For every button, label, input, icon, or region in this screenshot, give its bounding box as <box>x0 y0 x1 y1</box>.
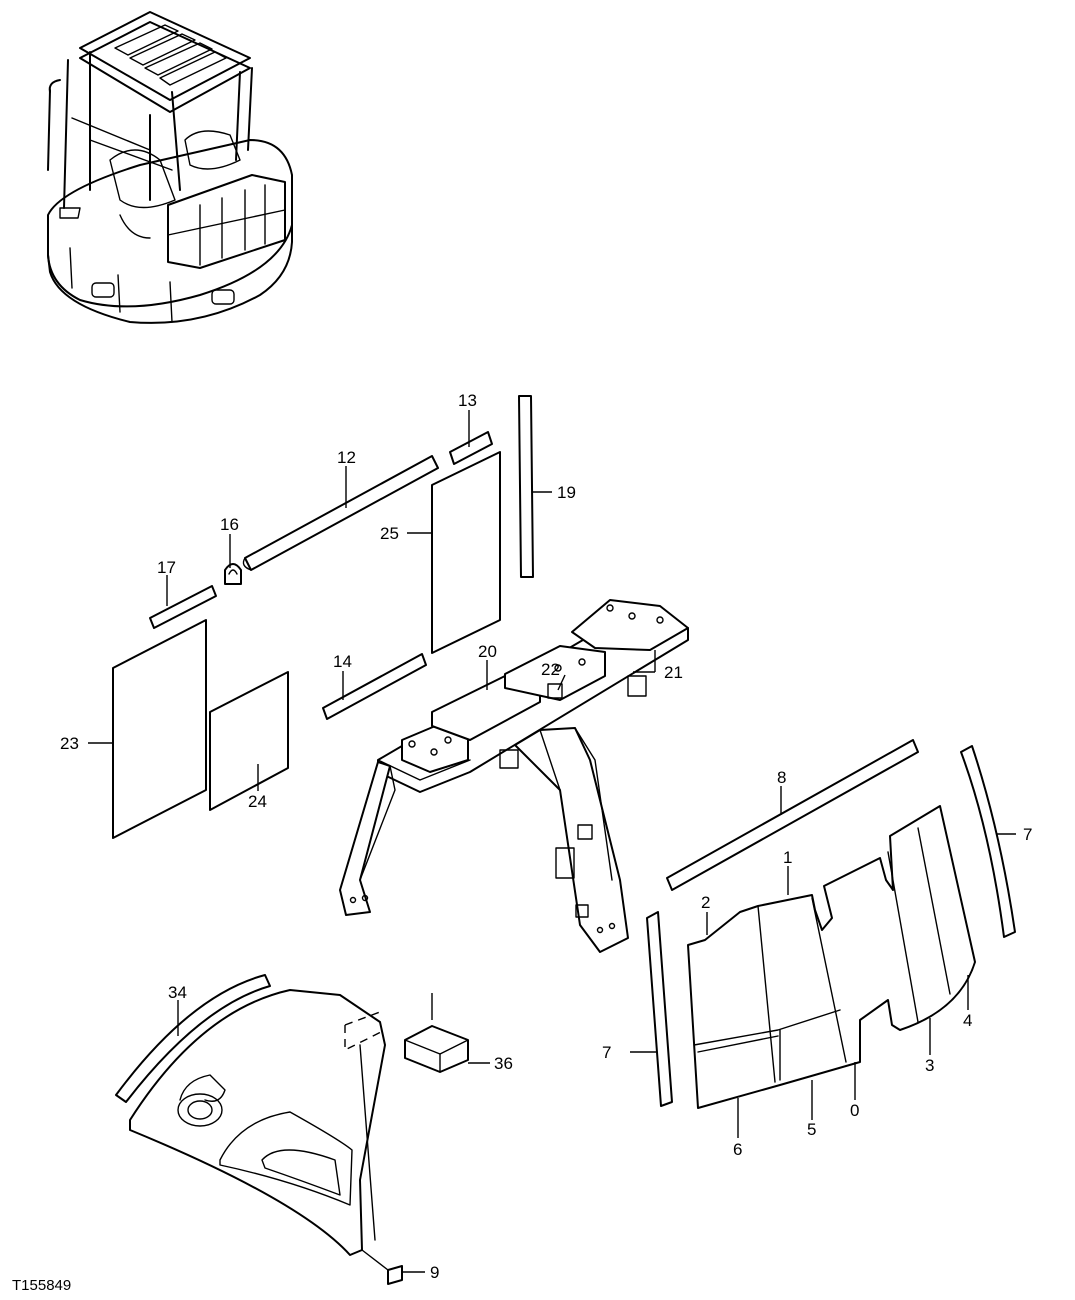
label-5: 5 <box>807 1120 816 1139</box>
label-7-left: 7 <box>602 1043 611 1062</box>
callout-labels: 13 12 16 17 19 25 23 24 14 20 22 21 8 1 … <box>60 391 1032 1282</box>
label-22: 22 <box>541 660 560 679</box>
part-window-panels <box>646 739 1016 1109</box>
part-13-seal-strip <box>449 431 493 465</box>
part-25-panel <box>431 451 501 654</box>
label-8: 8 <box>777 768 786 787</box>
label-17: 17 <box>157 558 176 577</box>
label-21: 21 <box>664 663 683 682</box>
part-16-clip <box>224 563 242 585</box>
label-3: 3 <box>925 1056 934 1075</box>
part-12-seal-strip <box>242 455 439 571</box>
label-16: 16 <box>220 515 239 534</box>
part-17-seal-strip <box>149 585 217 629</box>
figure-reference: T155849 <box>12 1277 71 1294</box>
label-4: 4 <box>963 1011 972 1030</box>
label-36: 36 <box>494 1054 513 1073</box>
label-24: 24 <box>248 792 267 811</box>
label-6: 6 <box>733 1140 742 1159</box>
part-20-canopy-frame <box>339 599 689 953</box>
label-14: 14 <box>333 652 352 671</box>
label-34: 34 <box>168 983 187 1002</box>
part-side-panel <box>115 974 469 1285</box>
part-23-panel <box>112 619 207 839</box>
label-9: 9 <box>430 1263 439 1282</box>
part-24-panel <box>209 671 289 811</box>
label-12: 12 <box>337 448 356 467</box>
label-25: 25 <box>380 524 399 543</box>
part-19-post <box>518 395 534 578</box>
label-19: 19 <box>557 483 576 502</box>
label-13: 13 <box>458 391 477 410</box>
machine-overview-illustration <box>47 11 293 324</box>
label-0: 0 <box>850 1101 859 1120</box>
part-14-seal-strip <box>322 653 427 720</box>
label-2: 2 <box>701 893 710 912</box>
label-20: 20 <box>478 642 497 661</box>
label-23: 23 <box>60 734 79 753</box>
label-1: 1 <box>783 848 792 867</box>
leader-lines <box>88 410 1016 1273</box>
label-7-right: 7 <box>1023 825 1032 844</box>
